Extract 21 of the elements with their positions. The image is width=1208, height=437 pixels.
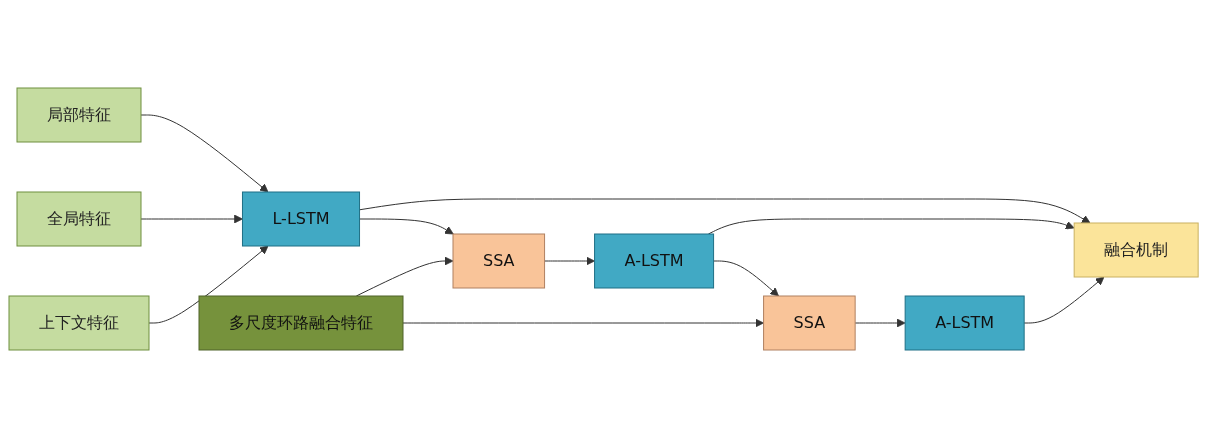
node-box: 局部特征 (16, 87, 142, 142)
arrow (713, 260, 780, 296)
arrow (359, 218, 455, 234)
node-box: A-LSTM (905, 295, 1026, 350)
node-box: 多尺度环路融合特征 (198, 295, 404, 350)
node-box: 融合机制 (1074, 222, 1200, 277)
node-box: A-LSTM (594, 233, 715, 288)
arrow (140, 114, 269, 192)
node-box: SSA (763, 295, 857, 350)
node-box: L-LSTM (242, 191, 361, 246)
node-box: 上下文特征 (8, 295, 150, 350)
arrow (544, 256, 596, 265)
arrow (359, 198, 1091, 223)
node-box: SSA (452, 233, 546, 288)
arrow (148, 245, 269, 323)
arrow (708, 218, 1075, 234)
node-box: 全局特征 (16, 191, 142, 246)
arrow (855, 318, 906, 327)
arrow (402, 318, 765, 327)
arrow (356, 256, 454, 296)
arrow (1024, 276, 1105, 323)
